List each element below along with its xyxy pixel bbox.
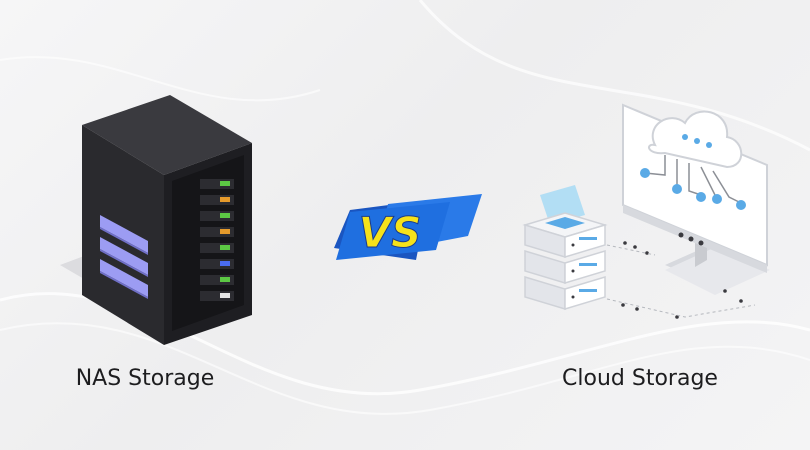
nas-storage-label: NAS Storage (75, 366, 215, 391)
versus-text: VS (359, 208, 422, 257)
versus-badge-icon: VS (334, 194, 482, 260)
nas-server-icon (60, 95, 252, 345)
cloud-monitor-servers-icon (522, 103, 770, 319)
cloud-storage-label: Cloud Storage (562, 366, 718, 391)
